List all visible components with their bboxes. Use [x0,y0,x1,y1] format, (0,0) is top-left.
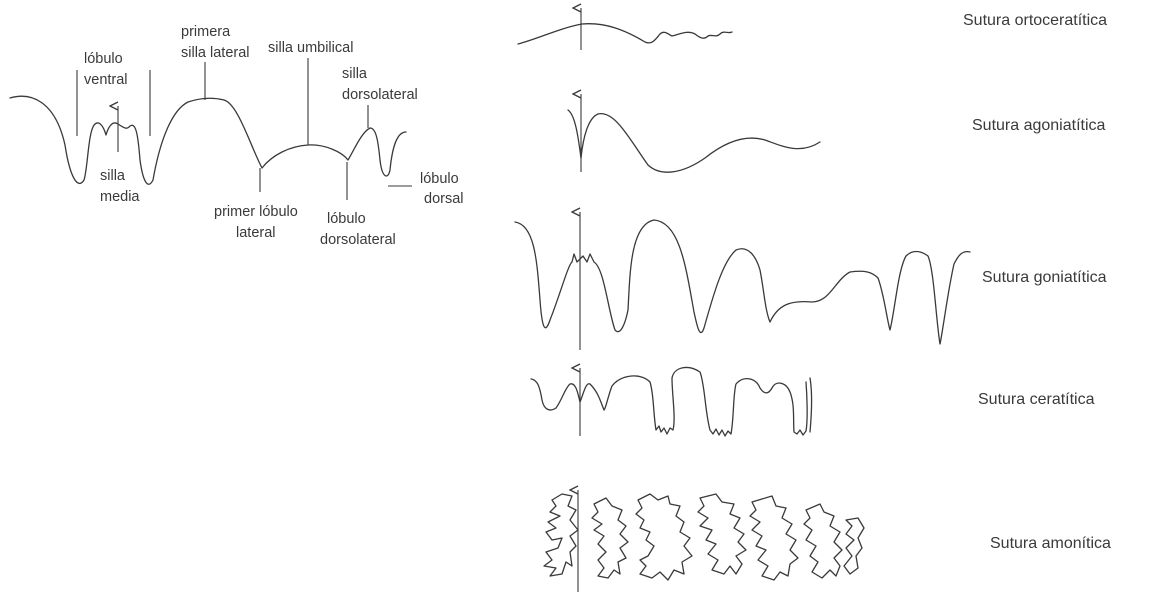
label-lobulo-dorsolateral: lóbulo dorsolateral [320,211,396,248]
suture-line-complex-icon [543,493,865,581]
suture-name: Sutura goniatítica [982,269,1107,286]
label-silla-dorsolateral: silla dorsolateral [342,66,418,103]
suture-row-goniatitica: Sutura goniatítica [514,212,1107,350]
suture-name: Sutura amonítica [990,535,1111,552]
label-primer-lobulo-lateral: primer lóbulo lateral [214,204,302,241]
anatomy-suture-line [9,95,407,185]
label-silla-umbilical: silla umbilical [268,40,353,56]
suture-line-gentle-icon [517,23,733,45]
suture-row-agoniatitica: Sutura agoniatítica [567,94,1106,173]
label-primera-silla-lateral: primera silla lateral [181,24,250,61]
suture-line-serrated-icon [530,366,813,437]
suture-row-ceratitica: Sutura ceratítica [530,366,1095,437]
suture-line-wavy-icon [567,109,821,173]
suture-row-amonitica: Sutura amonítica [543,490,1111,592]
label-lobulo-dorsal: lóbulo dorsal [420,171,464,207]
suture-name: Sutura agoniatítica [972,117,1106,134]
label-silla-media: silla media [100,168,140,205]
suture-name: Sutura ortoceratítica [963,12,1107,29]
label-lobulo-ventral: lóbulo ventral [84,51,128,88]
anatomy-diagram: lóbulo ventral primera silla lateral sil… [9,24,464,248]
suture-name: Sutura ceratítica [978,391,1095,408]
suture-line-angular-icon [514,219,971,345]
suture-row-ortoceratitica: Sutura ortoceratítica [517,8,1107,50]
